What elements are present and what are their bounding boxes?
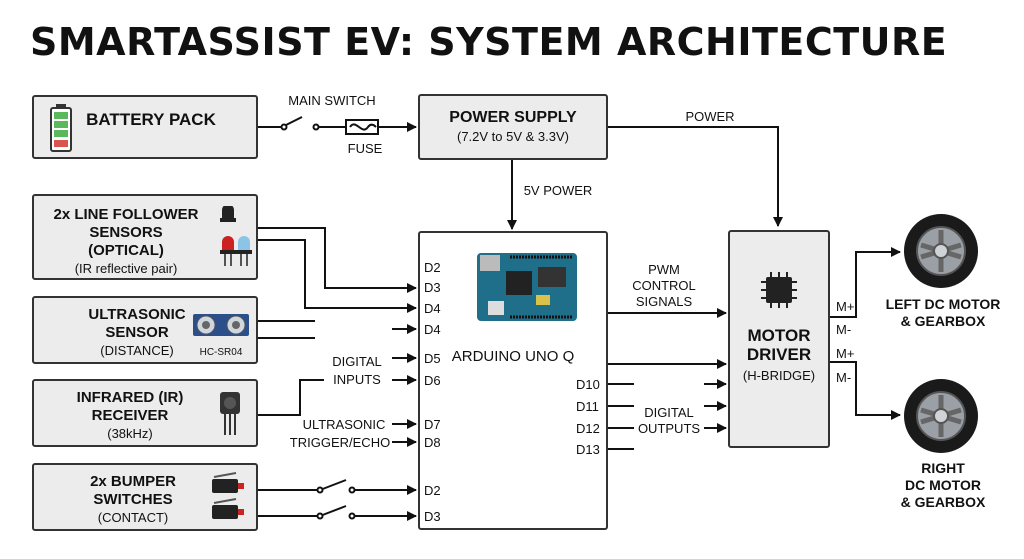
pin-d6: D6 (424, 373, 441, 388)
battery-pack-box: BATTERY PACK (32, 95, 258, 159)
line-sensors-title1: 2x LINE FOLLOWER (53, 206, 199, 223)
arduino-board-icon (477, 253, 577, 321)
digital-inputs-label-1: DIGITAL (332, 354, 382, 369)
ultrasonic-model: HC-SR04 (199, 347, 243, 358)
power-supply-title: POWER SUPPLY (449, 109, 577, 126)
line-sensors-title3: (OPTICAL) (88, 242, 164, 259)
motor-pin-left-plus: M+ (836, 299, 855, 314)
ultrasonic-sub: (DISTANCE) (100, 343, 174, 358)
line-sensors-sub: (IR reflective pair) (74, 261, 178, 276)
power-supply-sub: (7.2V to 5V & 3.3V) (456, 129, 569, 144)
ir-sensor-pair-icon (220, 206, 252, 266)
motor-pin-right-plus: M+ (836, 346, 855, 361)
right-wheel-icon (904, 379, 978, 453)
pin-d4-b: D4 (424, 322, 441, 337)
motor-driver-title2: DRIVER (746, 345, 812, 364)
ultrasonic-box: ULTRASONIC SENSOR (DISTANCE) HC-SR04 (32, 296, 258, 364)
pwm-label-3: SIGNALS (635, 294, 693, 309)
ultrasonic-title2: SENSOR (105, 324, 169, 341)
ir-receiver-sub: (38kHz) (107, 426, 153, 441)
five-v-power-label: 5V POWER (523, 183, 593, 198)
ir-receiver-title1: INFRARED (IR) (76, 389, 184, 406)
digital-outputs-label-1: DIGITAL (644, 405, 694, 420)
left-motor-label-2: & GEARBOX (900, 313, 986, 329)
power-label: POWER (685, 109, 735, 124)
battery-icon (50, 104, 72, 152)
ultrasonic-sensor-icon (193, 314, 249, 336)
pwm-label-2: CONTROL (632, 278, 696, 293)
diagram-title: SMARTASSIST EV: SYSTEM ARCHITECTURE (30, 20, 948, 64)
chip-icon (761, 272, 797, 308)
motor-driver-title1: MOTOR (747, 326, 811, 345)
motor-pin-left-minus: M- (836, 322, 852, 337)
arduino-board-box: ARDUINO UNO Q (418, 231, 608, 530)
pin-d3-bottom: D3 (424, 509, 441, 524)
pwm-label-1: PWM (648, 262, 680, 277)
pin-d2-top: D2 (424, 260, 441, 275)
pin-d11: D11 (576, 399, 599, 414)
left-wheel-icon (904, 214, 978, 288)
pin-d2-bottom: D2 (424, 483, 441, 498)
microswitch-icon (212, 472, 244, 519)
arduino-name: ARDUINO UNO Q (451, 348, 575, 365)
pin-d7: D7 (424, 417, 441, 432)
pin-d12: D12 (576, 421, 600, 436)
battery-label: BATTERY PACK (86, 110, 216, 129)
line-sensors-title2: SENSORS (89, 224, 163, 241)
digital-outputs-label-2: OUTPUTS (637, 421, 701, 436)
pin-d4-a: D4 (424, 301, 441, 316)
fuse-label: FUSE (347, 141, 383, 156)
bumper-switches-box: 2x BUMPER SWITCHES (CONTACT) (32, 463, 258, 531)
pin-d13: D13 (576, 442, 600, 457)
ir-receiver-icon (220, 392, 240, 435)
pin-d3-top: D3 (424, 280, 441, 295)
power-supply-box: POWER SUPPLY (7.2V to 5V & 3.3V) (418, 94, 608, 160)
ultrasonic-title1: ULTRASONIC (88, 306, 186, 323)
ir-receiver-box: INFRARED (IR) RECEIVER (38kHz) (32, 379, 258, 447)
bumpers-title2: SWITCHES (93, 491, 173, 508)
ultrasonic-trigger-label-2: TRIGGER/ECHO (289, 435, 391, 450)
right-motor-label-2: DC MOTOR (905, 477, 981, 493)
right-motor-label-1: RIGHT (921, 460, 965, 476)
pin-d8: D8 (424, 435, 441, 450)
bumpers-title1: 2x BUMPER (90, 473, 176, 490)
line-sensors-box: 2x LINE FOLLOWER SENSORS (OPTICAL) (IR r… (32, 194, 258, 280)
right-motor-label-3: & GEARBOX (900, 494, 986, 510)
main-switch-label: MAIN SWITCH (288, 93, 376, 108)
pin-d5: D5 (424, 351, 441, 366)
ultrasonic-trigger-label-1: ULTRASONIC (302, 417, 386, 432)
motor-driver-box: MOTOR DRIVER (H-BRIDGE) (728, 230, 830, 448)
ir-receiver-title2: RECEIVER (91, 407, 169, 424)
bumpers-sub: (CONTACT) (97, 510, 169, 525)
motor-pin-right-minus: M- (836, 370, 852, 385)
digital-inputs-label-2: INPUTS (333, 372, 381, 387)
left-motor-label-1: LEFT DC MOTOR (885, 296, 1001, 312)
motor-driver-sub: (H-BRIDGE) (742, 368, 816, 383)
pin-d10: D10 (576, 377, 600, 392)
